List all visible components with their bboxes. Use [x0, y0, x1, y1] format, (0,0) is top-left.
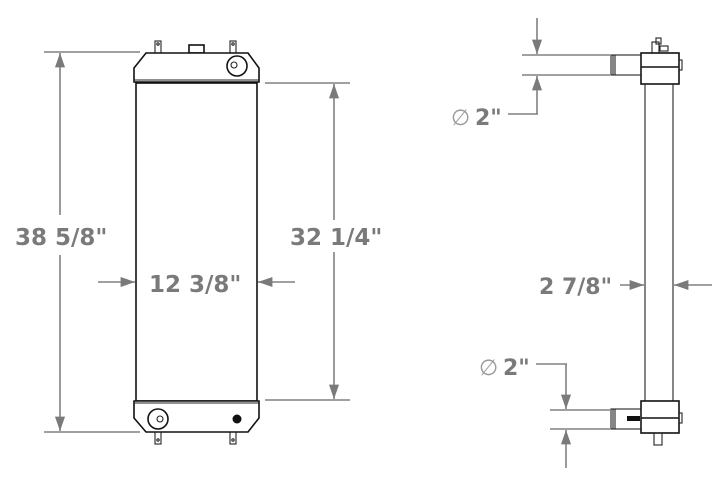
inlet-diameter-dimension: ∅ 2" [451, 18, 610, 131]
inlet-pipe [610, 54, 642, 76]
bottom-tank [133, 400, 260, 445]
outlet-pipe [610, 408, 642, 430]
core-height-dimension: 32 1/4" [265, 82, 382, 401]
overall-height-dimension: 38 5/8" [15, 51, 140, 433]
core-height-label: 32 1/4" [290, 225, 382, 251]
inlet-diameter-label: 2" [475, 106, 502, 131]
side-view [610, 37, 683, 446]
core-side [644, 83, 674, 403]
core-depth-label: 2 7/8" [539, 275, 612, 300]
drain-bolt [627, 416, 640, 421]
top-header-side [610, 37, 683, 85]
core-width-dimension: 12 3/8" [98, 272, 295, 298]
core-depth-dimension: 2 7/8" [539, 275, 712, 300]
core-width-label: 12 3/8" [149, 272, 241, 298]
diameter-symbol: ∅ [479, 356, 498, 381]
radiator-core [135, 82, 258, 402]
diameter-symbol: ∅ [451, 106, 470, 131]
overall-height-label: 38 5/8" [15, 225, 107, 251]
front-view [133, 40, 260, 445]
drain-plug [232, 414, 242, 424]
top-tank [133, 40, 260, 83]
outlet-diameter-dimension: ∅ 2" [479, 356, 610, 468]
outlet-diameter-label: 2" [503, 356, 530, 381]
outlet-port [147, 408, 169, 430]
filler-cap [188, 44, 205, 54]
bottom-header-side [610, 400, 683, 446]
